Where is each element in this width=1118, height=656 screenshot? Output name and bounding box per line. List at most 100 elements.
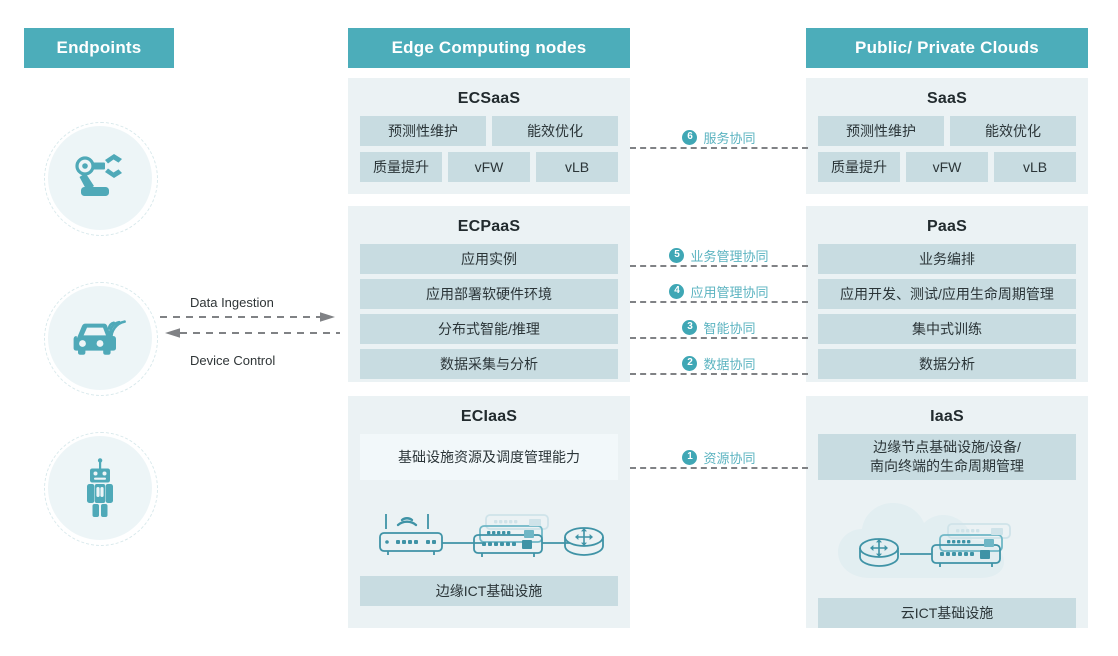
connector-3-badge: 3 [682,319,698,335]
connector-1-badge: 1 [682,449,698,465]
bar-paas-centralized-training[interactable]: 集中式训练 [818,314,1076,344]
eciaas-footer-stack: 边缘ICT基础设施 [348,576,630,616]
flow-label-data-ingestion: Data Ingestion [190,295,274,310]
connector-6-dashed-line [630,147,808,149]
panel-ecsaas: ECSaaS 预测性维护 能效优化 质量提升 vFW vLB [348,78,630,194]
panel-saas: SaaS 预测性维护 能效优化 质量提升 vFW vLB [806,78,1088,194]
panel-paas: PaaS 业务编排 应用开发、测试/应用生命周期管理 集中式训练 数据分析 [806,206,1088,382]
humanoid-robot-icon [87,458,113,517]
panel-title-eciaas: ECIaaS [460,408,518,425]
column-header-edge-label: Edge Computing nodes [391,38,587,57]
connector-4-label: 4 应用管理协同 [630,281,808,301]
column-header-endpoints-label: Endpoints [56,38,142,57]
chip-saas-quality-improvement[interactable]: 质量提升 [818,152,900,182]
cloud-network-devices-art [806,490,1088,598]
flow-label-device-control: Device Control [190,353,276,368]
connector-2: 2 数据协同 [630,353,808,375]
column-header-edge: Edge Computing nodes [348,28,630,68]
chip-ecsaas-vlb[interactable]: vLB [536,152,618,182]
endpoint-dashed-ring [44,122,158,236]
panel-eciaas: ECIaaS 基础设施资源及调度管理能力 [348,396,630,628]
connector-6-label: 6 服务协同 [630,127,808,147]
chip-ecsaas-predictive-maintenance[interactable]: 预测性维护 [360,116,486,146]
edge-network-devices-art [348,490,630,576]
chip-saas-energy-optimization[interactable]: 能效优化 [950,116,1076,146]
chip-saas-vfw[interactable]: vFW [906,152,988,182]
connector-5-label: 5 业务管理协同 [630,245,808,265]
panel-ecpaas: ECPaaS 应用实例 应用部署软硬件环境 分布式智能/推理 数据采集与分析 [348,206,630,382]
endpoint-circle [48,126,152,230]
panel-title-saas: SaaS [927,90,967,107]
bar-eciaas-footer[interactable]: 边缘ICT基础设施 [360,576,618,606]
connector-2-text: 数据协同 [703,356,756,372]
bar-iaas-footer[interactable]: 云ICT基础设施 [818,598,1076,628]
bar-ecpaas-data-collection[interactable]: 数据采集与分析 [360,349,618,379]
connector-4-text: 应用管理协同 [690,284,769,300]
paas-bar-stack: 业务编排 应用开发、测试/应用生命周期管理 集中式训练 数据分析 [806,244,1088,389]
robot-arm-icon [75,154,122,196]
connector-6: 6 服务协同 [630,127,808,149]
bar-iaas-capability-line1: 边缘节点基础设施/设备/ [873,439,1021,456]
column-header-cloud: Public/ Private Clouds [806,28,1088,68]
chip-saas-vlb[interactable]: vLB [994,152,1076,182]
cloud-network-devices-icon [838,503,1011,578]
connector-2-badge: 2 [682,355,698,371]
saas-chip-row-2: 质量提升 vFW vLB [806,152,1088,188]
connector-3-dashed-line [630,337,808,339]
bar-paas-data-analytics[interactable]: 数据分析 [818,349,1076,379]
bar-paas-service-orchestration[interactable]: 业务编排 [818,244,1076,274]
edge-network-devices-icon [379,514,604,557]
panel-title-iaas: IaaS [930,408,964,425]
endpoint-connected-car [44,282,158,396]
bar-paas-app-lifecycle[interactable]: 应用开发、测试/应用生命周期管理 [818,279,1076,309]
ecsaas-chip-row-2: 质量提升 vFW vLB [348,152,630,188]
chip-ecsaas-vfw[interactable]: vFW [448,152,530,182]
bar-ecpaas-deployment-env[interactable]: 应用部署软硬件环境 [360,279,618,309]
bar-iaas-capability[interactable]: 边缘节点基础设施/设备/ 南向终端的生命周期管理 [818,434,1076,480]
arrow-device-control [165,328,340,338]
connector-3-label: 3 智能协同 [630,317,808,337]
column-header-cloud-label: Public/ Private Clouds [855,38,1039,57]
endpoint-humanoid-robot [44,432,158,546]
saas-chip-row-1: 预测性维护 能效优化 [806,116,1088,152]
bar-iaas-capability-line2: 南向终端的生命周期管理 [870,458,1024,474]
endpoint-dashed-ring [44,282,158,396]
panel-title-ecpaas: ECPaaS [457,218,521,235]
connector-5-text: 业务管理协同 [690,248,769,264]
chip-saas-predictive-maintenance[interactable]: 预测性维护 [818,116,944,146]
connector-3: 3 智能协同 [630,317,808,339]
connector-4-badge: 4 [669,283,685,299]
connected-car-icon [73,320,126,355]
connector-1-dashed-line [630,467,808,469]
connector-2-dashed-line [630,373,808,375]
eciaas-capability-stack: 基础设施资源及调度管理能力 [348,434,630,490]
iaas-capability-stack: 边缘节点基础设施/设备/ 南向终端的生命周期管理 [806,434,1088,490]
iaas-footer-stack: 云ICT基础设施 [806,598,1088,638]
panel-title-paas: PaaS [927,218,967,235]
connector-2-label: 2 数据协同 [630,353,808,373]
bar-ecpaas-distributed-inference[interactable]: 分布式智能/推理 [360,314,618,344]
connector-1-text: 资源协同 [703,450,756,466]
bar-ecpaas-app-instance[interactable]: 应用实例 [360,244,618,274]
arrow-data-ingestion [160,312,335,322]
panel-iaas: IaaS 边缘节点基础设施/设备/ 南向终端的生命周期管理 [806,396,1088,628]
connector-4-dashed-line [630,301,808,303]
ecsaas-chip-row-1: 预测性维护 能效优化 [348,116,630,152]
connector-6-text: 服务协同 [703,130,756,146]
bar-eciaas-capability[interactable]: 基础设施资源及调度管理能力 [360,434,618,480]
connector-3-text: 智能协同 [703,320,756,336]
endpoint-dashed-ring [44,432,158,546]
connector-1: 1 资源协同 [630,447,808,469]
chip-ecsaas-energy-optimization[interactable]: 能效优化 [492,116,618,146]
panel-title-ecsaas: ECSaaS [457,90,521,107]
connector-5-badge: 5 [669,247,685,263]
endpoint-robot-arm [44,122,158,236]
cloud-shape [838,503,1004,578]
column-header-endpoints: Endpoints [24,28,174,68]
connector-1-label: 1 资源协同 [630,447,808,467]
ecpaas-bar-stack: 应用实例 应用部署软硬件环境 分布式智能/推理 数据采集与分析 [348,244,630,389]
connector-5: 5 业务管理协同 [630,245,808,267]
connector-4: 4 应用管理协同 [630,281,808,303]
chip-ecsaas-quality-improvement[interactable]: 质量提升 [360,152,442,182]
